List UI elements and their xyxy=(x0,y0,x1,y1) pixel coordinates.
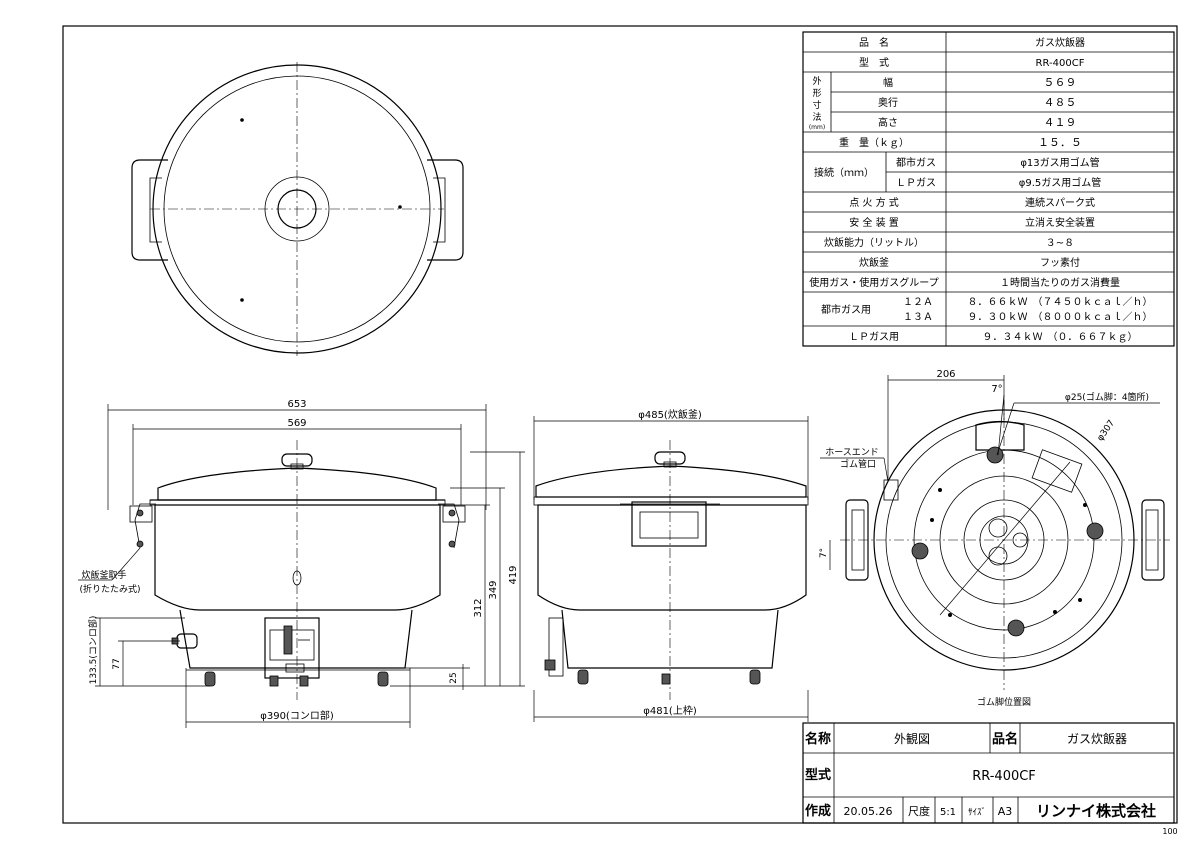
front-view-stove-base xyxy=(179,609,413,669)
front-view-control-panel xyxy=(264,617,320,679)
dim-height-312: 312 xyxy=(473,598,484,617)
dim-bottom-206: 206 xyxy=(936,369,955,380)
spec-label-weight: 重 量（ｋｇ） xyxy=(839,136,909,149)
spec-label-width: 幅 xyxy=(883,76,893,89)
spec-city-gas-12a-value: ８．６６ｋＷ （７４５０ｋｃａｌ／ｈ） xyxy=(968,296,1153,308)
spec-conn-city-value: φ13ガス用ゴム管 xyxy=(1020,156,1099,169)
title-product-label: 品名 xyxy=(992,731,1018,747)
bottom-view xyxy=(840,400,1170,690)
title-made-date: 20.05.26 xyxy=(844,805,893,818)
spec-city-gas-13a: １３Ａ xyxy=(903,312,933,323)
title-size-value: A3 xyxy=(998,805,1013,818)
side-view xyxy=(533,440,809,700)
spec-value-height: ４１９ xyxy=(1044,116,1077,129)
dim-stove-dia: φ390(コンロ部) xyxy=(260,709,334,722)
front-view-lid xyxy=(157,467,437,501)
front-view-pot-body xyxy=(154,504,441,611)
spec-city-gas-12a: １２Ａ xyxy=(903,297,933,308)
dim-pot-dia: φ485(炊飯釜) xyxy=(638,408,702,421)
spec-conn-lp-value: φ9.5ガス用ゴム管 xyxy=(1019,176,1102,189)
front-view-dimensions: 653 569 419 349 312 25 133.5(コンロ部) 77 φ3… xyxy=(78,399,525,728)
spec-table: 品 名 ガス炊飯器 型 式 RR-400CF 外形寸法(mm) 幅 ５６９ 奥行… xyxy=(802,31,1175,347)
title-scale-label: 尺度 xyxy=(908,804,930,818)
spec-value-weight: １５．５ xyxy=(1038,136,1082,149)
spec-conn-group: 接続（ｍｍ） xyxy=(814,166,874,179)
dim-height-total: 419 xyxy=(508,565,519,584)
label-hose-1: ホースエンド xyxy=(825,447,879,458)
title-model-value: RR-400CF xyxy=(972,769,1036,784)
spec-conn-lp-label: ＬＰガス xyxy=(896,177,936,189)
dim-width-overall: 653 xyxy=(287,399,306,410)
spec-label-pot: 炊飯釜 xyxy=(859,256,889,269)
spec-lp-gas-value: ９．３４ｋＷ （０．６６７ｋｇ） xyxy=(983,331,1138,343)
title-model-label: 型式 xyxy=(805,767,831,783)
top-view-handle-left xyxy=(131,159,168,261)
title-block: 名称 外観図 品名 ガス炊飯器 型式 RR-400CF 作成 20.05.26 … xyxy=(802,722,1175,824)
title-name-value: 外観図 xyxy=(894,732,930,746)
side-view-dimensions: φ485(炊飯釜) φ481(上枠) xyxy=(533,408,809,722)
title-scale-value: 5:1 xyxy=(940,807,956,818)
dim-width: 569 xyxy=(287,418,306,429)
sheet-border xyxy=(62,25,1178,824)
front-view-handle-right xyxy=(438,503,466,549)
spec-city-gas-label: 都市ガス用 xyxy=(821,303,871,316)
page-number: 100 xyxy=(1162,827,1177,836)
front-view-handle-left xyxy=(129,503,156,549)
dim-angle-7a: 7° xyxy=(991,384,1002,395)
label-handle-1: 炊飯釜取手 xyxy=(81,569,126,581)
label-hose-2: ゴム管口 xyxy=(840,458,876,470)
spec-label-height: 高さ xyxy=(878,116,898,129)
dim-circle-dia: φ307 xyxy=(1096,419,1117,444)
spec-value-depth: ４８５ xyxy=(1044,96,1077,109)
top-view-handle-right xyxy=(427,159,464,261)
label-handle-2: (折りたたみ式) xyxy=(79,583,140,595)
bottom-view-rubber-foot xyxy=(986,446,1004,464)
side-view-lid xyxy=(535,465,807,498)
spec-label-depth: 奥行 xyxy=(878,96,898,109)
spec-label-gas: 使用ガス・使用ガスグループ xyxy=(809,276,938,289)
spec-lp-gas-label: ＬＰガス用 xyxy=(849,331,899,343)
dim-height-133: 133.5(コンロ部) xyxy=(87,616,99,685)
spec-label-capacity: 炊飯能力（リットル） xyxy=(824,236,924,249)
title-product-value: ガス炊飯器 xyxy=(1067,731,1127,746)
spec-value-model: RR-400CF xyxy=(1036,58,1085,69)
spec-value-gas: １時間当たりのガス消費量 xyxy=(1000,276,1120,289)
side-view-stove-base xyxy=(561,609,779,669)
spec-value-width: ５６９ xyxy=(1044,76,1077,89)
dim-angle-7b: 7° xyxy=(819,548,829,558)
title-company: リンナイ株式会社 xyxy=(1036,802,1156,820)
title-size-label: ｻｲｽﾞ xyxy=(968,807,986,818)
spec-label-name: 品 名 xyxy=(859,36,889,49)
dim-rim-dia: φ481(上枠) xyxy=(643,704,697,717)
spec-label-ignition: 点 火 方 式 xyxy=(849,196,899,209)
side-view-pot-body xyxy=(537,504,807,611)
spec-value-safety: 立消え安全装置 xyxy=(1025,216,1095,229)
spec-value-pot: フッ素付 xyxy=(1040,256,1080,269)
dim-rubber-dia: φ25(ゴム脚：4箇所) xyxy=(1065,391,1149,403)
front-view xyxy=(129,440,466,700)
dim-height-25: 25 xyxy=(449,672,459,683)
side-view-handle xyxy=(631,501,707,547)
dim-height-349: 349 xyxy=(488,580,499,599)
spec-city-gas-13a-value: ９．３０ｋＷ （８０００ｋｃａｌ／ｈ） xyxy=(968,311,1153,323)
spec-value-ignition: 連続スパーク式 xyxy=(1025,196,1095,209)
dim-height-77: 77 xyxy=(112,658,122,669)
spec-dims-group: 外形寸法(mm) xyxy=(809,75,825,131)
top-view xyxy=(131,62,464,356)
label-rubber-foot-pos: ゴム脚位置図 xyxy=(977,696,1031,708)
spec-label-model: 型 式 xyxy=(859,56,889,69)
title-name-label: 名称 xyxy=(805,731,831,747)
spec-conn-city-label: 都市ガス xyxy=(896,156,936,169)
title-made-label: 作成 xyxy=(805,803,831,819)
spec-label-safety: 安 全 装 置 xyxy=(849,216,899,229)
spec-value-name: ガス炊飯器 xyxy=(1035,36,1085,49)
spec-value-capacity: ３~８ xyxy=(1046,238,1074,249)
